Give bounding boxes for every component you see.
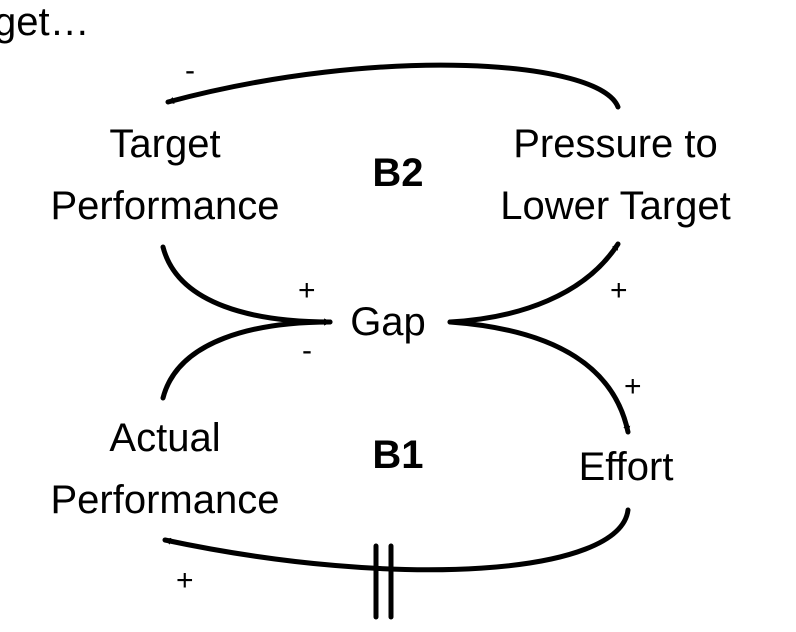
link-effort-to-actual [162,507,631,573]
link-gap-to-effort [447,319,631,435]
link-pressure-to-target [165,62,621,110]
loop-label-b2: B2 [372,151,424,195]
link-gap-to-pressure [447,241,621,325]
heading-fragment: get… [0,0,90,44]
polarity-effort-to-actual: + [176,564,194,597]
polarity-pressure-to-target: - [185,54,195,87]
loop-label-b1: B1 [372,433,424,477]
polarity-gap-to-effort: + [624,370,642,403]
node-label: Performance [50,478,280,522]
node-effort: Effort [556,436,696,498]
node-label: Pressure to [513,122,718,166]
polarity-target-to-gap: + [298,274,316,307]
node-label: Target [109,122,221,166]
link-actual-to-gap [160,318,333,401]
node-target-performance: Target Performance [30,113,300,237]
node-pressure-to-lower-target: Pressure to Lower Target [478,113,753,237]
node-gap: Gap [338,291,438,353]
node-label: Performance [50,184,280,228]
polarity-actual-to-gap: - [302,334,312,367]
node-actual-performance: Actual Performance [30,407,300,531]
node-label: Gap [350,300,426,344]
polarity-gap-to-pressure: + [610,274,628,307]
node-label: Lower Target [500,184,731,228]
node-label: Effort [578,445,674,489]
node-label: Actual [109,416,221,460]
